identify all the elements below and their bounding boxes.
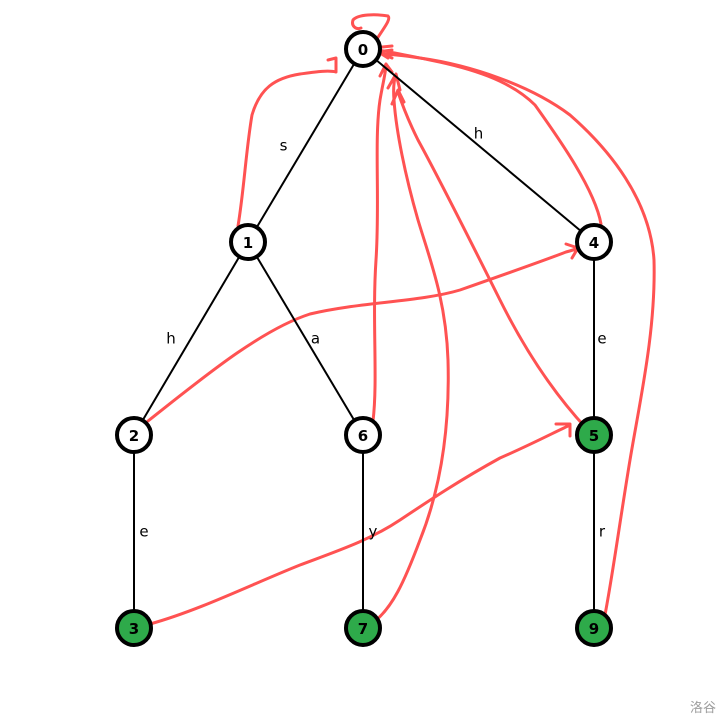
node-label-5: 5 <box>589 427 599 445</box>
node-circle-4 <box>575 223 613 261</box>
node-2: 2 <box>115 416 153 454</box>
fail-link-0-to-0 <box>351 13 391 51</box>
node-6: 6 <box>344 416 382 454</box>
fail-link-6-to-0 <box>371 62 394 423</box>
node-4: 4 <box>575 223 613 261</box>
node-circle-3 <box>115 609 153 647</box>
node-circle-1 <box>229 223 267 261</box>
edge-label-0-1: s <box>280 137 288 155</box>
edge-0-4 <box>362 48 595 243</box>
edge-label-5-9: r <box>599 523 606 541</box>
node-circle-9 <box>575 609 613 647</box>
node-circle-0 <box>344 30 382 68</box>
node-label-0: 0 <box>358 41 368 59</box>
edge-label-1-6: a <box>311 330 320 348</box>
edge-label-6-7: y <box>369 523 378 541</box>
fail-link-9-to-0 <box>376 48 656 622</box>
edge-label-2-3: e <box>139 523 148 541</box>
node-label-4: 4 <box>589 234 599 252</box>
node-circle-6 <box>344 416 382 454</box>
edge-label-0-4: h <box>474 125 484 143</box>
node-9: 9 <box>575 609 613 647</box>
node-label-9: 9 <box>589 620 599 638</box>
node-label-7: 7 <box>358 620 368 638</box>
watermark-label: 洛谷 <box>689 701 716 716</box>
fail-link-7-to-0 <box>369 72 450 626</box>
node-3: 3 <box>115 609 153 647</box>
edge-label-1-2: h <box>166 330 176 348</box>
node-circle-7 <box>344 609 382 647</box>
fail-link-2-to-4 <box>146 242 580 423</box>
fail-link-3-to-5 <box>148 422 572 626</box>
fail-link-5-to-0 <box>390 88 588 430</box>
node-7: 7 <box>344 609 382 647</box>
node-1: 1 <box>229 223 267 261</box>
node-label-3: 3 <box>129 620 139 638</box>
node-0: 0 <box>344 30 382 68</box>
node-label-2: 2 <box>129 427 139 445</box>
node-5: 5 <box>575 416 613 454</box>
edge-0-1 <box>247 48 364 243</box>
node-circle-5 <box>575 416 613 454</box>
fail-link-1-to-0 <box>236 56 338 228</box>
node-label-1: 1 <box>243 234 253 252</box>
node-circle-2 <box>115 416 153 454</box>
edge-1-6 <box>247 241 364 436</box>
edge-1-2 <box>133 241 249 436</box>
node-label-6: 6 <box>358 427 368 445</box>
edge-label-4-5: e <box>597 330 606 348</box>
